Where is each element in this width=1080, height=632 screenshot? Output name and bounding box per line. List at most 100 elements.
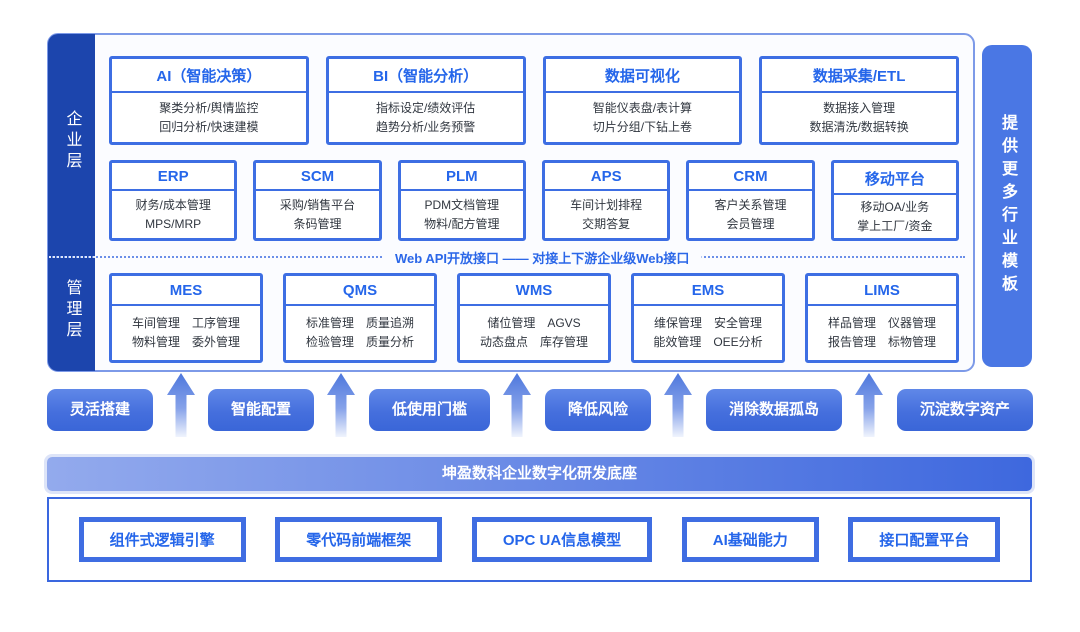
module-body: 维保管理 安全管理 能效管理 OEE分析: [634, 306, 782, 360]
module-box-plm: PLM PDM文档管理 物料/配方管理: [397, 160, 526, 241]
module-row-analytics: AI（智能决策） 聚类分析/舆情监控 回归分析/快速建模 BI（智能分析） 指标…: [109, 56, 959, 145]
module-title: BI（智能分析）: [328, 59, 523, 93]
module-body: 数据接入管理 数据清洗/数据转换: [762, 93, 956, 142]
module-body: 指标设定/绩效评估 趋势分析/业务预警: [328, 93, 523, 142]
module-box-mes: MES 车间管理 工序管理 物料管理 委外管理: [109, 273, 263, 363]
module-title: QMS: [286, 276, 434, 306]
module-line: 车间管理 工序管理: [131, 316, 240, 331]
module-line: 移动OA/业务: [860, 199, 930, 214]
module-box-lims: LIMS 样品管理 仪器管理 报告管理 标物管理: [805, 273, 959, 363]
module-body: 客户关系管理 会员管理: [689, 191, 812, 238]
up-arrow-icon: [166, 373, 195, 437]
module-line: 样品管理 仪器管理: [827, 316, 936, 331]
benefit-badge: 低使用门槛: [368, 389, 490, 431]
up-arrow-icon: [327, 373, 356, 437]
module-line: 动态盘点 库存管理: [479, 335, 588, 349]
module-row-management-apps: MES 车间管理 工序管理 物料管理 委外管理 QMS 标准管理 质量追溯 检验…: [109, 273, 959, 363]
module-line: 智能仪表盘/表计算: [592, 100, 693, 115]
module-box-wms: WMS 储位管理 AGVS 动态盘点 库存管理: [457, 273, 611, 363]
module-line: 物料管理 委外管理: [131, 335, 240, 349]
module-line: 聚类分析/舆情监控: [159, 100, 259, 115]
module-body: 储位管理 AGVS 动态盘点 库存管理: [460, 306, 608, 360]
modules-area: AI（智能决策） 聚类分析/舆情监控 回归分析/快速建模 BI（智能分析） 指标…: [95, 35, 973, 370]
module-body: 样品管理 仪器管理 报告管理 标物管理: [808, 306, 956, 360]
module-line: 采购/销售平台: [279, 197, 356, 212]
module-title: WMS: [460, 276, 608, 306]
module-title: AI（智能决策）: [112, 59, 306, 93]
foundation-banner: 坤盈数科企业数字化研发底座: [47, 457, 1032, 491]
module-line: 指标设定/绩效评估: [375, 100, 476, 115]
module-box-qms: QMS 标准管理 质量追溯 检验管理 质量分析: [283, 273, 437, 363]
module-box-scm: SCM 采购/销售平台 条码管理: [253, 160, 382, 241]
module-body: 车间管理 工序管理 物料管理 委外管理: [112, 306, 260, 360]
module-line: 数据接入管理: [823, 100, 896, 115]
module-title: 数据可视化: [545, 59, 740, 93]
api-divider-line-on-bar: [49, 256, 95, 258]
module-line: 数据清洗/数据转换: [809, 119, 909, 134]
module-line: 交期答复: [582, 216, 631, 231]
module-body: 采购/销售平台 条码管理: [256, 191, 379, 238]
module-line: 物料/配方管理: [424, 216, 500, 231]
foundation-module: 组件式逻辑引擎: [78, 517, 246, 562]
module-line: 车间计划排程: [570, 197, 643, 212]
foundation-container: 组件式逻辑引擎 零代码前端框架 OPC UA信息模型 AI基础能力 接口配置平台: [47, 497, 1032, 582]
module-box-erp: ERP 财务/成本管理 MPS/MRP: [109, 160, 238, 241]
module-body: 智能仪表盘/表计算 切片分组/下钻上卷: [545, 93, 740, 142]
module-title: CRM: [689, 163, 812, 191]
module-body: 标准管理 质量追溯 检验管理 质量分析: [286, 306, 434, 360]
enterprise-layer: 企业层: [48, 34, 95, 250]
module-title: EMS: [634, 276, 782, 306]
up-arrow-icon: [664, 373, 693, 437]
api-divider-label: Web API开放接口 —— 对接上下游企业级Web接口: [382, 248, 702, 267]
benefit-badge: 消除数据孤岛: [705, 389, 842, 431]
foundation-module: AI基础能力: [681, 517, 819, 562]
module-body: PDM文档管理 物料/配方管理: [400, 191, 523, 238]
module-box-etl: 数据采集/ETL 数据接入管理 数据清洗/数据转换: [759, 56, 959, 145]
module-line: 能效管理 OEE分析: [653, 335, 763, 349]
up-arrow-icon: [503, 373, 532, 437]
benefit-badge: 智能配置: [207, 389, 314, 431]
industry-templates-label: 提供更多行业模板: [999, 114, 1016, 298]
module-line: 会员管理: [726, 216, 775, 231]
module-line: 切片分组/下钻上卷: [592, 119, 693, 134]
module-title: APS: [544, 163, 668, 191]
module-box-aps: APS 车间计划排程 交期答复: [541, 160, 671, 241]
enterprise-layer-label: 企业层: [63, 110, 81, 174]
module-box-dataviz: 数据可视化 智能仪表盘/表计算 切片分组/下钻上卷: [542, 56, 743, 145]
foundation-module: 接口配置平台: [848, 517, 1001, 562]
benefits-row: 灵活搭建 智能配置 低使用门槛 降低风险 消除数据孤岛 沉淀数字资产: [47, 373, 1033, 437]
module-line: 储位管理 AGVS: [487, 316, 581, 331]
module-box-bi: BI（智能分析） 指标设定/绩效评估 趋势分析/业务预警: [325, 56, 526, 145]
management-layer: 管理层: [48, 250, 95, 371]
module-title: MES: [112, 276, 260, 306]
layer-sidebar: 企业层 管理层: [48, 34, 95, 371]
module-line: MPS/MRP: [145, 216, 202, 231]
module-line: 回归分析/快速建模: [159, 119, 259, 134]
module-title: 移动平台: [833, 163, 956, 195]
module-title: ERP: [112, 163, 235, 191]
module-title: LIMS: [808, 276, 956, 306]
module-box-ems: EMS 维保管理 安全管理 能效管理 OEE分析: [631, 273, 785, 363]
module-line: 客户关系管理: [714, 197, 787, 212]
module-row-enterprise-apps: ERP 财务/成本管理 MPS/MRP SCM 采购/销售平台 条码管理 PLM: [109, 160, 959, 241]
foundation-module: 零代码前端框架: [275, 517, 443, 562]
module-line: 趋势分析/业务预警: [375, 119, 476, 134]
foundation-module: OPC UA信息模型: [471, 517, 653, 562]
benefit-badge: 降低风险: [544, 389, 651, 431]
module-body: 财务/成本管理 MPS/MRP: [112, 191, 235, 238]
module-line: 标准管理 质量追溯: [305, 316, 414, 331]
module-title: SCM: [256, 163, 379, 191]
module-title: PLM: [400, 163, 523, 191]
module-line: 掌上工厂/资金: [857, 218, 933, 233]
module-body: 移动OA/业务 掌上工厂/资金: [833, 195, 956, 238]
industry-templates-bar: 提供更多行业模板: [982, 45, 1032, 367]
module-line: 维保管理 安全管理: [653, 316, 762, 331]
module-title: 数据采集/ETL: [762, 59, 956, 93]
module-box-mobile: 移动平台 移动OA/业务 掌上工厂/资金: [830, 160, 959, 241]
module-body: 车间计划排程 交期答复: [544, 191, 668, 238]
management-layer-label: 管理层: [63, 278, 81, 342]
up-arrow-icon: [855, 373, 884, 437]
module-line: 检验管理 质量分析: [305, 335, 414, 349]
module-line: 条码管理: [293, 216, 342, 231]
